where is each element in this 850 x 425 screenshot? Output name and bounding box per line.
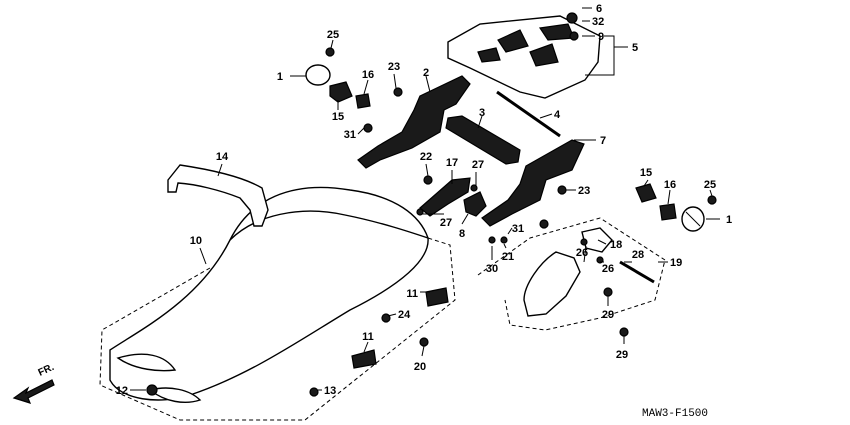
callout-23-right: 23 <box>578 185 590 197</box>
callout-16-left: 16 <box>362 69 374 81</box>
callout-32: 32 <box>592 16 604 28</box>
leader-lines <box>130 7 720 391</box>
trim-clip-left <box>305 64 331 86</box>
callout-1-right: 1 <box>726 214 732 226</box>
hardware <box>146 12 717 397</box>
bracket-8 <box>463 191 487 217</box>
callout-3: 3 <box>479 107 485 119</box>
callout-10: 10 <box>190 235 202 247</box>
callout-6: 6 <box>596 3 602 15</box>
nut-left <box>355 93 371 109</box>
callout-16-right: 16 <box>664 179 676 191</box>
callout-4: 4 <box>554 109 561 121</box>
rubber-cushion-left <box>329 81 353 103</box>
callout-1-left: 1 <box>277 71 283 83</box>
callout-5: 5 <box>632 42 638 54</box>
callout-25-right: 25 <box>704 179 716 191</box>
callout-7: 7 <box>600 135 606 147</box>
nut-right <box>659 203 677 221</box>
callout-21: 21 <box>502 251 514 263</box>
callout-18: 18 <box>610 239 622 251</box>
seat-assembly-outline <box>99 237 456 421</box>
callout-26-lower: 26 <box>602 263 614 275</box>
callout-20: 20 <box>414 361 426 373</box>
rubber-cushion-right <box>635 183 657 203</box>
callout-14: 14 <box>216 151 229 163</box>
callout-30: 30 <box>486 263 498 275</box>
rear-carrier <box>447 15 601 99</box>
callout-26-upper: 26 <box>576 247 588 259</box>
callout-17: 17 <box>446 157 458 169</box>
seat <box>109 186 429 403</box>
rod <box>496 90 561 138</box>
trim-clip-right <box>681 206 705 232</box>
callout-29-lower: 29 <box>616 349 628 361</box>
callout-27-upper: 27 <box>472 159 484 171</box>
callout-28: 28 <box>632 249 644 261</box>
callout-11-lower: 11 <box>362 331 374 343</box>
callout-23-left: 23 <box>388 61 400 73</box>
callout-22: 22 <box>420 151 432 163</box>
callout-12: 12 <box>116 385 128 397</box>
callout-8: 8 <box>459 228 465 240</box>
callout-15-right: 15 <box>640 167 652 179</box>
callout-31-right: 31 <box>512 223 524 235</box>
callout-2: 2 <box>423 67 429 79</box>
rubber-11-upper <box>425 287 449 307</box>
left-bracket <box>357 75 471 169</box>
callout-19: 19 <box>670 257 682 269</box>
right-bracket <box>481 139 585 227</box>
callout-25-left: 25 <box>327 29 339 41</box>
front-direction-label: FR. <box>37 362 56 379</box>
cable <box>619 260 655 284</box>
grab-rail <box>167 164 269 227</box>
center-stay <box>445 115 521 165</box>
rubber-11-lower <box>351 349 377 369</box>
callout-24: 24 <box>398 309 411 321</box>
callout-15-left: 15 <box>332 111 344 123</box>
callout-29-upper: 29 <box>602 309 614 321</box>
callout-11-upper: 11 <box>406 288 418 300</box>
front-direction-arrow: FR. <box>12 362 56 404</box>
callout-13: 13 <box>324 385 336 397</box>
diagram-code: MAW3-F1500 <box>642 408 708 420</box>
rear-bracket-outline <box>477 217 666 331</box>
seat-catch <box>523 227 613 317</box>
callout-9: 9 <box>598 31 604 43</box>
callout-27-lower: 27 <box>440 217 452 229</box>
callout-31-left: 31 <box>344 129 356 141</box>
